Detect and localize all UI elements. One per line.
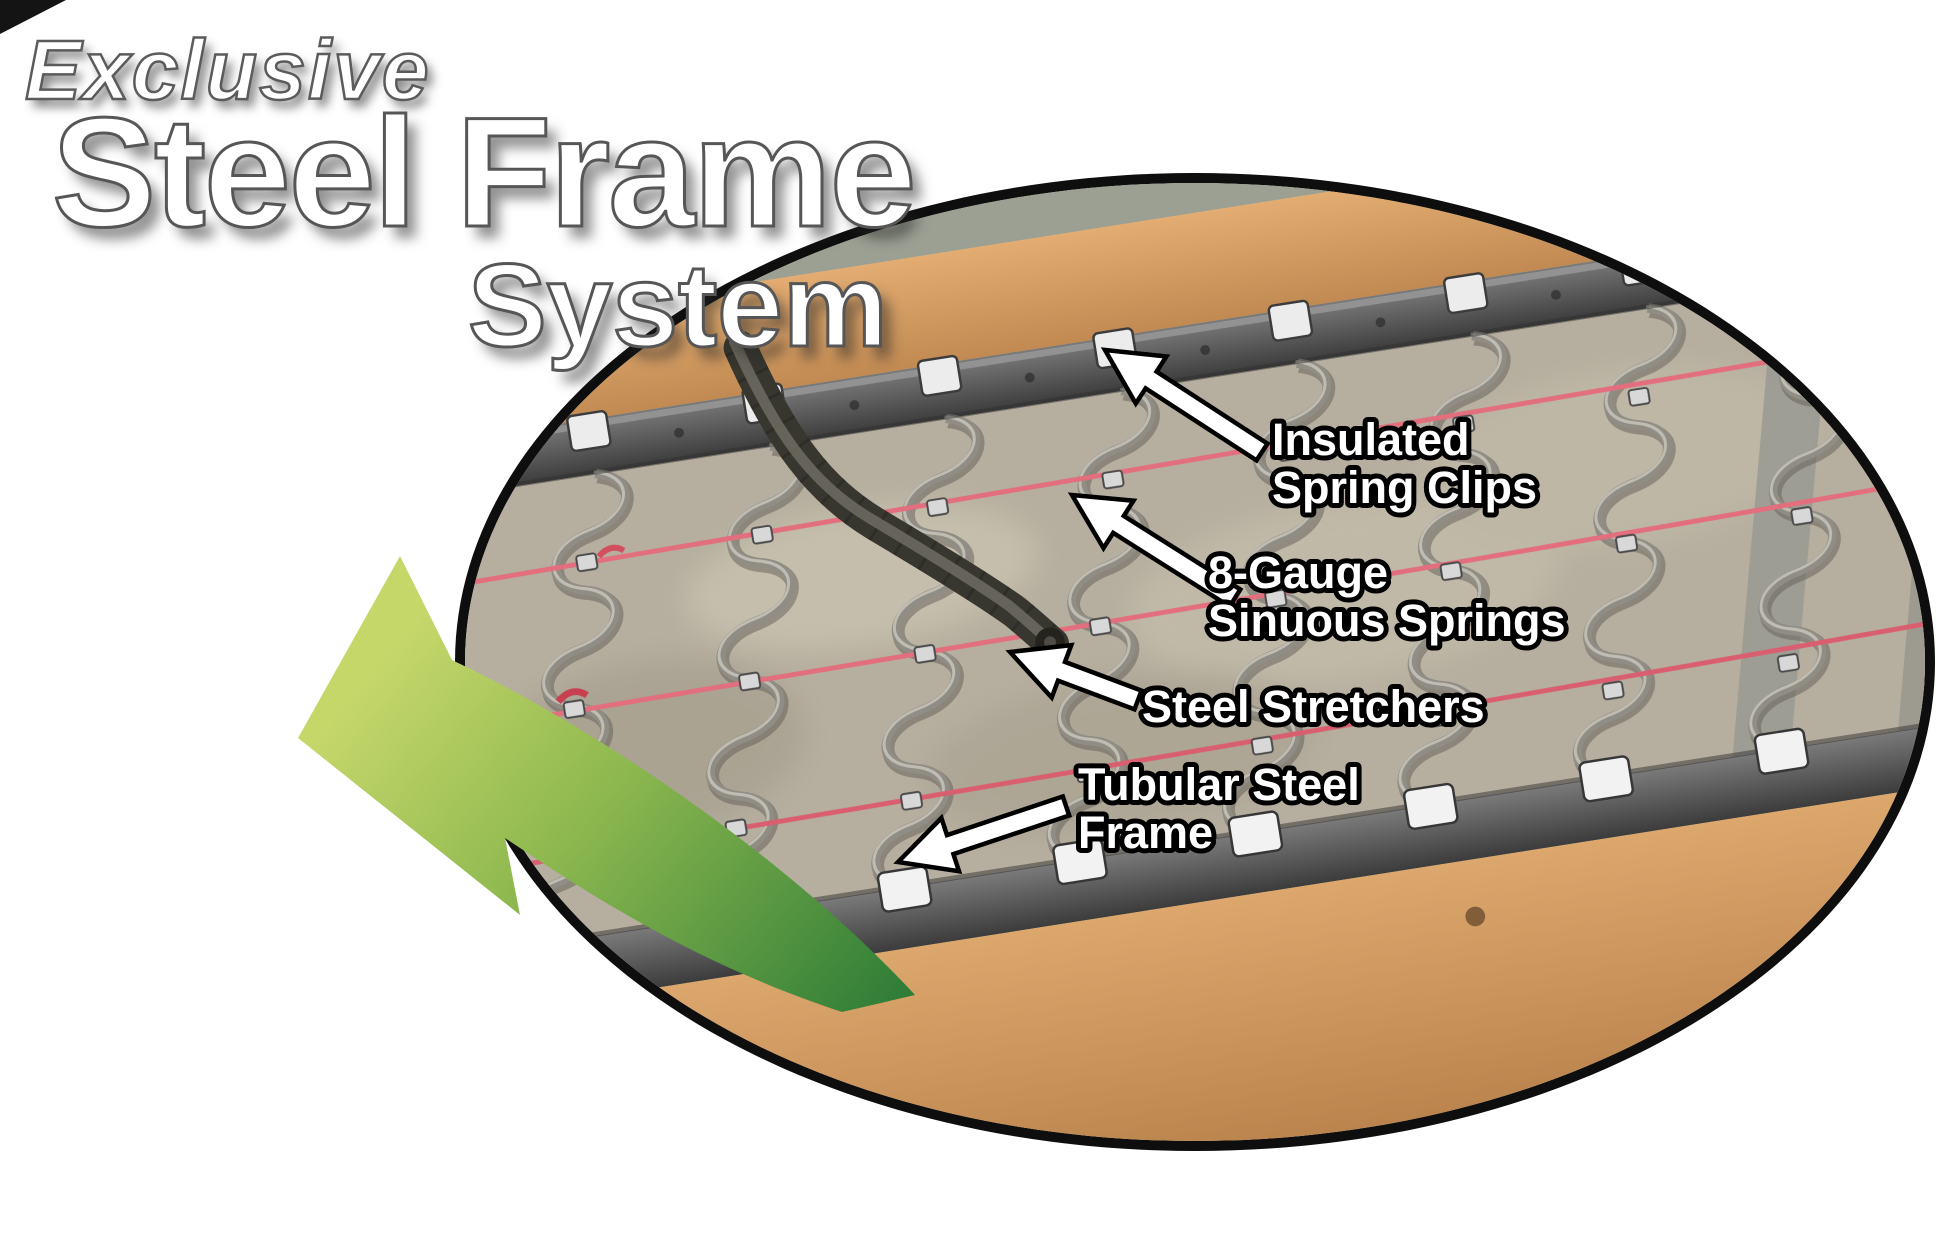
pointer-arrow-tubular-steel-frame <box>893 793 1073 874</box>
callout-tubular-line1: Tubular Steel <box>1078 759 1360 810</box>
corner-wedge <box>0 0 66 34</box>
wood-rail-back <box>465 183 1925 492</box>
pointer-arrow-insulated-spring-clips <box>1100 347 1271 464</box>
pointer-arrow-steel-stretchers <box>1005 642 1145 713</box>
callout-sinuous-line1: 8-Gauge <box>1208 547 1388 598</box>
green-swoosh-arrow <box>298 556 915 1012</box>
callout-stretchers-line1: Steel Stretchers <box>1142 681 1485 732</box>
wood-rail-front <box>465 734 1925 1141</box>
title-kicker: Exclusive <box>24 22 431 119</box>
callout-insulated-line2: Spring Clips <box>1272 462 1537 513</box>
callout-insulated-line1: Insulated <box>1272 414 1470 465</box>
red-wire-ties <box>555 544 626 704</box>
callout-tubular-line2: Frame <box>1078 807 1213 858</box>
title-sub: System <box>467 239 890 374</box>
pointer-arrow-sinuous-springs <box>1067 492 1244 610</box>
callout-sinuous-line2: Sinuous Springs <box>1208 595 1566 646</box>
title-main: Steel Frame <box>50 85 917 262</box>
